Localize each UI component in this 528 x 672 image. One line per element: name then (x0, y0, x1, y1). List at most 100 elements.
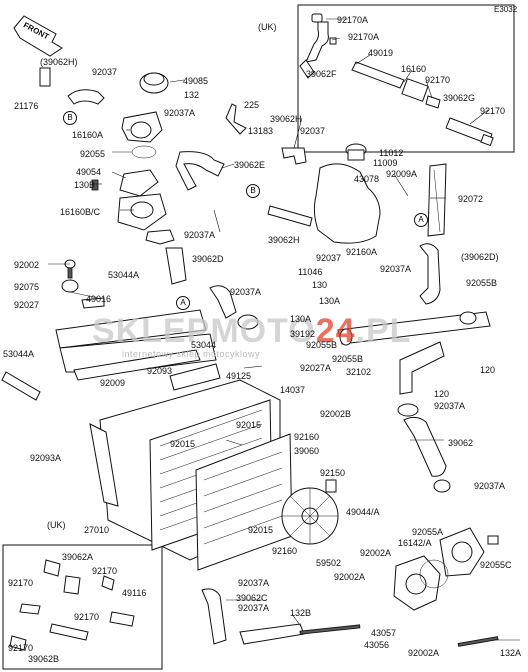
hose-39062d (165, 247, 187, 285)
part-label: 92037A (434, 401, 466, 411)
uk-breather-hose-assembly (299, 13, 494, 147)
part-label: 39060 (294, 446, 320, 456)
part-label: 13183 (248, 126, 274, 136)
bolt-132b (299, 624, 361, 635)
part-label: 11046 (298, 267, 323, 277)
part-label: 92170 (74, 612, 100, 622)
part-label: 92009 (100, 378, 126, 388)
part-label: 92055B (466, 278, 498, 288)
part-label: 53044A (3, 349, 35, 359)
front-arrow-icon: FRONT (13, 15, 63, 57)
watermark-main-b: 24 (315, 312, 356, 350)
part-label: 53044A (108, 270, 140, 280)
part-label: 49116 (122, 588, 147, 598)
part-label: 130 (312, 280, 328, 290)
part-label: 16160B/C (60, 207, 101, 217)
watermark: SKLEPMOTO24.PL (92, 312, 411, 351)
part-label: 92037 (300, 126, 326, 136)
watermark-main-a: SKLEPMOTO (92, 312, 316, 350)
part-label: 225 (244, 100, 260, 110)
hose-39062h-upper (281, 147, 307, 165)
part-label: 130A (290, 314, 312, 324)
part-label: 32102 (346, 367, 372, 377)
part-label: 43057 (371, 628, 397, 638)
part-label: 39062H (270, 114, 302, 124)
part-label: 130A (319, 296, 341, 306)
part-label: 49044/A (346, 507, 380, 517)
clamp-92037a-right (397, 403, 419, 417)
part-label: 92160A (346, 247, 378, 257)
part-label: 39062E (234, 160, 266, 170)
part-label: 92055C (480, 560, 512, 570)
part-label: 92027 (14, 300, 40, 310)
part-label: 92160 (294, 432, 320, 442)
part-label: 39062D (192, 254, 224, 264)
uk-top-label: (UK) (258, 22, 277, 32)
uk-lower-hose-assembly (9, 559, 135, 651)
part-label: 92037A (230, 287, 262, 297)
clamp-92037a (237, 314, 259, 330)
cooling-fan (281, 479, 339, 545)
part-label: 49016 (86, 294, 112, 304)
part-label: 92055B (306, 340, 338, 350)
part-label: 130B (74, 180, 96, 190)
radiator-shroud-left (1, 259, 217, 401)
part-label: 92170A (348, 32, 380, 42)
part-label: 11009 (373, 158, 398, 168)
part-label: 39062H (268, 235, 300, 245)
part-label: 92015 (170, 439, 196, 449)
part-label: (39062D) (461, 252, 499, 262)
hose-39062h-mid (267, 205, 313, 227)
thermostat-housing-assembly (39, 67, 175, 245)
part-label: 92093A (30, 453, 62, 463)
part-label: 92170 (425, 75, 451, 85)
part-label: 92037A (238, 603, 270, 613)
hose-92037a-mid (209, 285, 237, 319)
hose-39062 (403, 416, 447, 477)
part-label: 92015 (236, 420, 262, 430)
water-pipe-32102 (337, 311, 491, 395)
callout-a-right: A (414, 213, 428, 227)
part-label: (39062H) (40, 57, 78, 67)
upper-hose (175, 151, 225, 191)
part-label: 39062F (306, 69, 337, 79)
part-label: 39192 (290, 329, 316, 339)
part-label: 27010 (84, 525, 110, 535)
part-label: 92015 (248, 525, 274, 535)
part-label: 39062 (448, 438, 474, 448)
watermark-main-c: .PL (355, 312, 412, 350)
leader-lines (48, 18, 520, 641)
part-label: 92160 (272, 546, 298, 556)
lower-hose-39062b (239, 623, 305, 645)
watermark-sub: internetowy sklep motocyklowy (122, 349, 261, 359)
part-label: 132A (500, 648, 522, 658)
part-label: 49054 (76, 167, 102, 177)
part-label: 92002A (334, 572, 366, 582)
tank-hose-39062d (419, 243, 441, 305)
part-label: 11012 (379, 148, 404, 158)
callout-a-left: A (176, 296, 190, 310)
part-label: 43078 (354, 174, 380, 184)
part-label: 92037 (92, 67, 118, 77)
part-label: 92037 (316, 253, 342, 263)
part-label: 92170 (8, 643, 34, 653)
part-label: 120 (480, 365, 496, 375)
part-label: 92002A (360, 548, 392, 558)
part-label: 92002B (320, 409, 352, 419)
callout-b-left: B (63, 111, 77, 125)
part-label: 59502 (316, 558, 342, 568)
part-label: 14037 (280, 385, 306, 395)
part-label: 92027A (300, 363, 332, 373)
part-label: 92009A (386, 169, 418, 179)
part-label: 92170 (92, 566, 118, 576)
part-label: 92055B (332, 354, 364, 364)
part-label: 92170A (337, 15, 369, 25)
part-label: 39062B (28, 654, 60, 664)
part-label: 92170 (8, 578, 34, 588)
part-label: 132B (290, 608, 312, 618)
part-label: 120 (434, 389, 450, 399)
part-label: 16160 (401, 64, 427, 74)
part-label: 92037A (238, 578, 270, 588)
part-label: 92037A (474, 481, 506, 491)
